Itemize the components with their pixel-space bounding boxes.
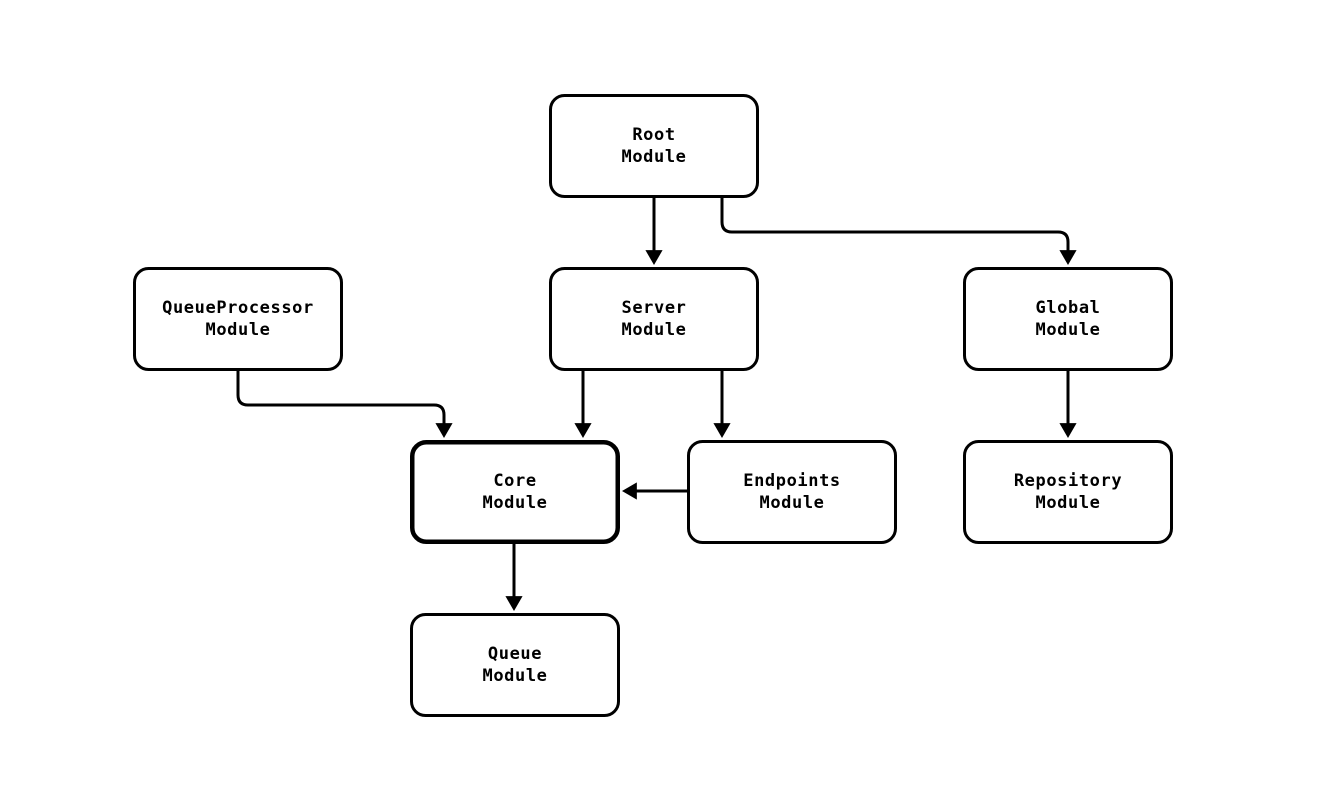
repository-module-node-label-line1: Repository <box>1014 471 1122 491</box>
queueprocessor-module-node-label-line1: QueueProcessor <box>162 298 314 318</box>
edge-endpoints-to-core <box>622 482 687 500</box>
edge-queueprocessor-to-core <box>236 371 453 438</box>
edge-root-to-server-arrowhead-icon <box>645 250 663 265</box>
repository-module-node-box[interactable] <box>963 440 1173 544</box>
global-module-node-label-line1: Global <box>1035 298 1100 318</box>
edge-core-to-queue <box>505 544 523 611</box>
edge-queueprocessor-to-core-line <box>236 371 446 427</box>
server-module-node-label-line1: Server <box>621 298 686 318</box>
root-module-node-box[interactable] <box>549 94 759 198</box>
endpoints-module-node-label-line1: Endpoints <box>743 471 841 491</box>
server-module-node-label-line2: Module <box>621 320 686 340</box>
edge-global-to-repository-arrowhead-icon <box>1059 423 1077 438</box>
edge-server-to-endpoints <box>713 371 731 438</box>
edge-root-to-global <box>720 198 1077 265</box>
nodes-layer: RootModuleQueueProcessorModuleServerModu… <box>133 94 1173 717</box>
edge-global-to-repository <box>1059 371 1077 438</box>
core-module-node-label-line1: Core <box>493 471 536 491</box>
core-module-node-label-line2: Module <box>482 493 547 513</box>
edges-layer <box>236 198 1077 611</box>
server-module-node-box[interactable] <box>549 267 759 371</box>
root-module-node-label-line1: Root <box>632 125 675 145</box>
edge-server-to-endpoints-arrowhead-icon <box>713 423 731 438</box>
queueprocessor-module-node-label-line2: Module <box>205 320 270 340</box>
endpoints-module-node-box[interactable] <box>687 440 897 544</box>
queue-module-node-label-line1: Queue <box>488 644 542 664</box>
root-module-node-label-line2: Module <box>621 147 686 167</box>
edge-queueprocessor-to-core-arrowhead-icon <box>435 423 453 438</box>
endpoints-module-node-label-line2: Module <box>759 493 824 513</box>
edge-core-to-queue-arrowhead-icon <box>505 596 523 611</box>
queue-module-node-box[interactable] <box>410 613 620 717</box>
edge-root-to-server <box>645 198 663 265</box>
core-module-node-box[interactable] <box>410 440 620 544</box>
global-module-node-box[interactable] <box>963 267 1173 371</box>
global-module-node-label-line2: Module <box>1035 320 1100 340</box>
edge-server-to-core <box>574 371 592 438</box>
edge-root-to-global-line <box>720 198 1070 254</box>
edge-endpoints-to-core-arrowhead-icon <box>622 482 637 500</box>
repository-module-node-label-line2: Module <box>1035 493 1100 513</box>
queueprocessor-module-node-box[interactable] <box>133 267 343 371</box>
edge-root-to-global-arrowhead-icon <box>1059 250 1077 265</box>
queue-module-node-label-line2: Module <box>482 666 547 686</box>
edge-server-to-core-arrowhead-icon <box>574 423 592 438</box>
